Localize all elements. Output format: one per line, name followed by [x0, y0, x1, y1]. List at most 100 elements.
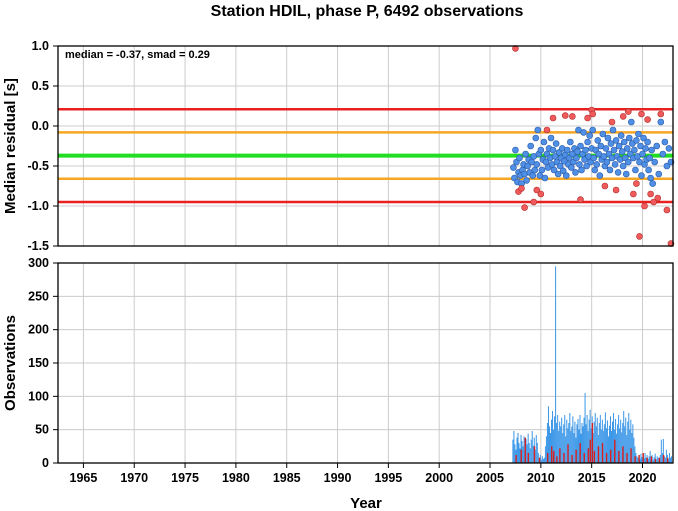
observation-bar [558, 431, 560, 463]
observation-bar [606, 420, 608, 463]
observation-bar [517, 433, 519, 463]
residual-y-label: Median residual [s] [2, 78, 19, 214]
outlier-observation-bar [563, 453, 565, 463]
observation-bar [531, 431, 533, 463]
residual-point [615, 142, 623, 150]
residual-point [529, 172, 537, 179]
observation-bar [532, 445, 534, 463]
residual-point [623, 145, 631, 152]
observation-bar [624, 426, 626, 463]
residual-point [580, 129, 587, 136]
residual-point [604, 134, 612, 142]
observation-bar [617, 424, 619, 463]
residual-point [610, 146, 618, 154]
chart-title: Station HDIL, phase P, 6492 observations [211, 3, 524, 20]
observation-bar [609, 416, 611, 463]
outlier-observation-bar [597, 446, 600, 463]
outlier-point [549, 114, 557, 122]
observation-bar [536, 443, 538, 463]
residual-point [547, 134, 555, 142]
observation-bar [588, 419, 590, 463]
observation-bar [559, 421, 561, 463]
residual-point [524, 162, 531, 170]
observation-bar [660, 439, 662, 463]
y-tick-label: 0.5 [32, 79, 49, 93]
observation-bar [542, 459, 544, 463]
outlier-observation-bar [546, 453, 549, 463]
observation-bar [579, 415, 581, 463]
residual-point [551, 153, 559, 160]
residual-point [534, 126, 542, 134]
x-axis-label: Year [350, 495, 382, 511]
observation-bar [513, 431, 515, 463]
observation-bar [547, 406, 549, 463]
observation-bar [512, 439, 514, 463]
residual-point [538, 166, 546, 174]
outlier-observation-bar [626, 453, 628, 463]
observation-bar [630, 419, 632, 463]
outlier-point [584, 114, 591, 122]
observation-bar [663, 456, 665, 463]
observation-bar [656, 456, 658, 463]
observation-bar [552, 411, 554, 463]
residual-point [649, 180, 656, 187]
observation-bar [661, 453, 663, 463]
residual-point [617, 132, 625, 139]
residual-point [573, 154, 580, 162]
observation-bar [594, 413, 596, 463]
residual-point [541, 174, 549, 182]
observation-bar [535, 435, 537, 463]
outlier-point [561, 112, 569, 119]
outlier-observation-bar [646, 457, 648, 463]
outlier-observation-bar [567, 444, 569, 463]
observation-bar [568, 423, 570, 463]
observation-bar [576, 424, 578, 463]
observation-bar [551, 419, 553, 463]
y-tick-label: 300 [28, 256, 49, 270]
residual-point [606, 166, 614, 174]
observation-bar [605, 428, 607, 463]
residual-point [607, 140, 615, 147]
observation-bar [529, 448, 531, 463]
residual-point [635, 130, 642, 138]
residual-point [556, 162, 564, 170]
residual-point [633, 137, 640, 144]
outlier-observation-bar [634, 456, 636, 463]
residual-point [590, 154, 598, 162]
residual-frame [57, 45, 674, 247]
observation-bar [669, 457, 671, 463]
residual-point [554, 170, 562, 178]
residual-point [618, 148, 626, 155]
observation-bar [633, 437, 635, 463]
x-tick-label: 2015 [578, 471, 606, 485]
residual-point [537, 146, 545, 154]
observation-bar [662, 439, 664, 463]
residual-point [594, 137, 602, 144]
observation-bar [550, 433, 552, 463]
y-tick-label: 0.0 [32, 119, 49, 133]
residual-point [550, 166, 558, 174]
residual-points [510, 45, 675, 247]
observation-bar [580, 433, 582, 463]
outlier-point [641, 202, 648, 210]
residual-point [631, 146, 638, 154]
observation-bar [530, 439, 532, 463]
observation-bar [645, 457, 647, 463]
observation-bar [523, 436, 525, 463]
outlier-observation-bar [587, 448, 590, 463]
outlier-observation-bar [614, 439, 616, 463]
x-tick-label: 2010 [527, 471, 555, 485]
outlier-point [638, 110, 645, 118]
observation-bar [556, 423, 558, 463]
outlier-observation-bar [638, 455, 640, 463]
outlier-observation-bar [589, 439, 592, 463]
outlier-observation-bar [593, 451, 596, 463]
residual-point [622, 170, 630, 178]
outlier-point [533, 186, 541, 194]
outlier-observation-bar [666, 457, 669, 463]
residual-point [559, 167, 567, 175]
residual-point [644, 138, 651, 146]
residual-point [533, 161, 541, 168]
observation-bar [637, 457, 639, 463]
